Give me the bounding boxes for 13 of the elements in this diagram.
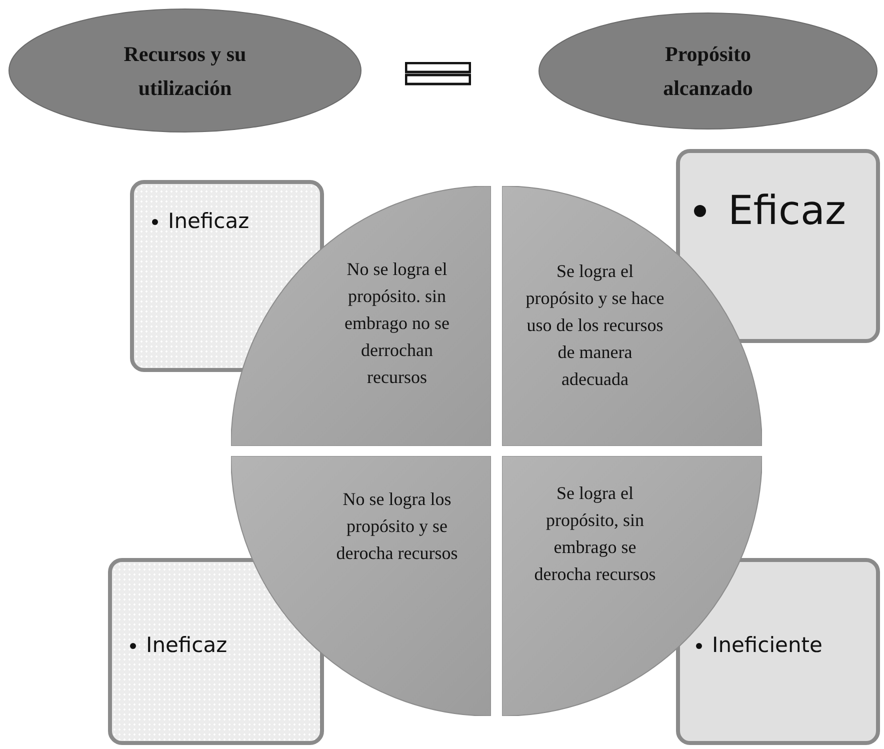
rounded-box	[676, 558, 880, 745]
quadrant-text: No se logra los propósito y se derocha recursos	[335, 488, 459, 565]
ellipse-label: Propósito alcanzado	[662, 41, 754, 102]
box-label: Ineficaz	[146, 632, 228, 659]
rounded-box	[676, 149, 880, 343]
box-label: Ineficaz	[168, 208, 250, 235]
box-label: Ineficiente	[712, 632, 822, 659]
ellipse-label: Recursos y su utilización	[122, 40, 248, 102]
box-label: Eficaz	[728, 187, 846, 236]
quadrant-text: Se logra el propósito y se hace uso de los recursos de manera adecuada	[525, 260, 665, 391]
rounded-box	[108, 558, 324, 745]
quadrant-text: No se logra el propósito. sin embrago no se derrochan recursos	[344, 258, 450, 389]
quadrant-text: Se logra el propósito, sin embrago se derocha recursos	[533, 482, 657, 586]
